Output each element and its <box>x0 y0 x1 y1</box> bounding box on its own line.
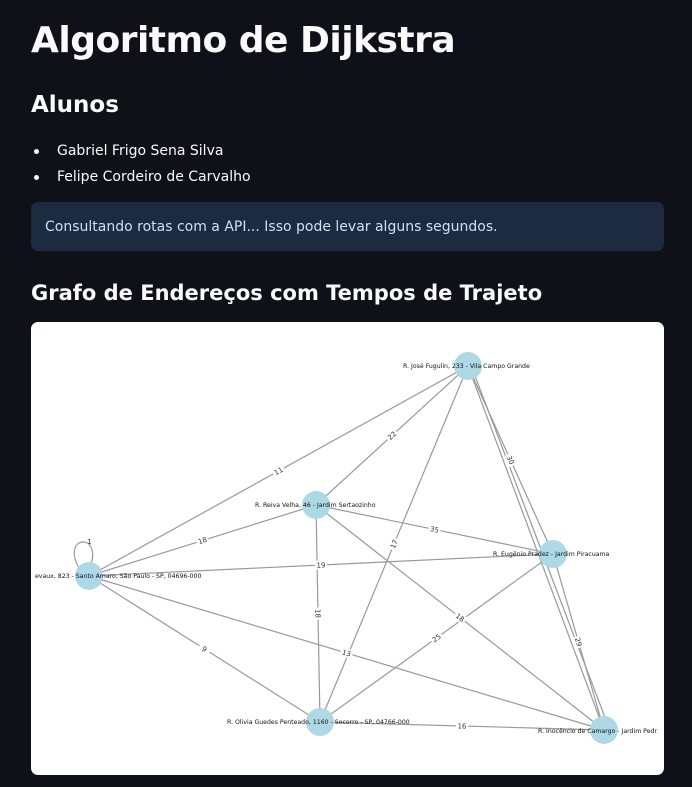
edge-label-bg <box>572 634 585 650</box>
edge-weight-label: 13 <box>341 648 352 658</box>
info-alert: Consultando rotas com a API... Isso pode… <box>31 202 664 251</box>
node-label: R. Reiva Velha, 46 - Jardim Sertaozinho <box>255 502 376 509</box>
edge-weight-label: 18 <box>197 536 208 546</box>
edge-weight-label: 9 <box>200 645 208 654</box>
edge-weight-label: 35 <box>429 525 439 535</box>
edge-label-bg <box>427 523 442 536</box>
edge-weight-label: 30 <box>505 454 516 465</box>
graph-node <box>590 716 618 744</box>
edge-weight-label: 22 <box>386 430 398 442</box>
edge-label-bg <box>452 610 468 625</box>
edge-label-bg <box>455 721 469 731</box>
graph-heading: Grafo de Endereços com Tempos de Trajeto <box>31 281 543 305</box>
list-item: Gabriel Frigo Sena Silva <box>31 138 251 164</box>
graph-node <box>302 491 330 519</box>
node-label: R. Olivia Guedes Penteado, 1160 - Socorr… <box>227 719 410 726</box>
graph-figure: 11 22 30 17 18 35 19 18 18 9 13 25 29 16 1 R. José Fugu… <box>31 322 664 775</box>
edge-label-bg <box>197 641 212 657</box>
info-message: Consultando rotas com a API... Isso pode… <box>45 218 498 235</box>
alunos-heading: Alunos <box>31 92 119 118</box>
edge-label-bg <box>271 464 286 478</box>
edge-label-bg <box>503 452 518 468</box>
graph-node <box>306 708 334 736</box>
edge-weight-label: 25 <box>431 633 443 645</box>
node-label: evaux, 823 - Santo Amaro, São Paulo - SP… <box>35 573 201 580</box>
node-label: R. Eugênio Pradez - Jardim Piracuama <box>493 550 610 558</box>
edge-self-loop <box>73 541 94 569</box>
edge-label-bg <box>339 646 354 660</box>
page-title: Algoritmo de Dijkstra <box>31 20 456 61</box>
edge-weight-label: 29 <box>573 637 583 648</box>
edge-weight-label: 17 <box>389 539 400 550</box>
edge-weight-label: 1 <box>87 538 91 546</box>
edge-weight-label: 19 <box>316 561 325 569</box>
graph-svg: 11 22 30 17 18 35 19 18 18 9 13 25 29 16 1 R. José Fugu… <box>35 352 657 744</box>
edge-weight-label: 16 <box>457 722 467 730</box>
edge-label-bg <box>384 428 400 443</box>
node-label: R. José Fugulin, 233 - Vila Campo Grande <box>403 362 530 370</box>
edge-label-bg <box>314 560 328 570</box>
edge-weight-label: 18 <box>454 612 466 624</box>
edge-label-bg <box>195 534 210 547</box>
edge-label-bg <box>429 630 444 646</box>
edge-line <box>467 365 605 731</box>
edge-weight-label: 18 <box>313 609 321 618</box>
alunos-list: Gabriel Frigo Sena Silva Felipe Cordeiro… <box>31 138 251 190</box>
graph-node <box>454 352 482 380</box>
edge-label-bg <box>313 607 323 620</box>
graph-node <box>75 562 103 590</box>
edge-weight-label: 11 <box>273 466 285 477</box>
edge-label-bg <box>387 536 401 552</box>
graph-node <box>539 540 567 568</box>
node-label: R. Inocêncio de Camargo - Jardim Pedr <box>538 727 657 735</box>
list-item: Felipe Cordeiro de Carvalho <box>31 164 251 190</box>
